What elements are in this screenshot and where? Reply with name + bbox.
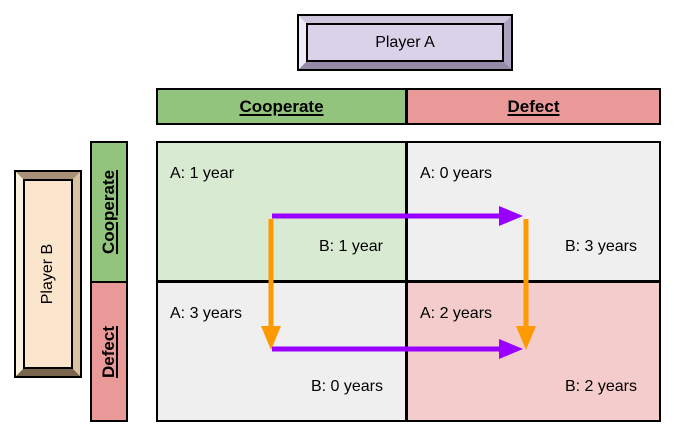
payoff-a-value: A: 0 years (420, 165, 493, 182)
player-b-box-bevel: Player B (16, 172, 80, 376)
payoff-matrix: A: 1 year B: 1 year A: 0 years B: 3 year… (156, 141, 661, 422)
header-b-defect: Defect (92, 283, 126, 420)
player-a-strategy-headers: Cooperate Defect (156, 88, 661, 125)
payoff-b-value: B: 0 years (310, 378, 383, 395)
cell-defect-defect: A: 2 years B: 2 years (408, 283, 659, 420)
player-a-box: Player A (297, 14, 513, 71)
player-b-label: Player B (39, 243, 56, 305)
cell-cooperate-cooperate: A: 1 year B: 1 year (158, 143, 408, 283)
header-a-cooperate: Cooperate (158, 90, 408, 123)
payoff-a-value: A: 3 years (170, 305, 243, 322)
payoff-b-value: B: 2 years (564, 378, 637, 395)
header-a-defect: Defect (408, 90, 659, 123)
cell-cooperate-defect: A: 0 years B: 3 years (408, 143, 659, 283)
player-b-strategy-headers: Cooperate Defect (90, 141, 128, 422)
payoff-a-value: A: 1 year (170, 165, 235, 182)
player-a-label: Player A (306, 23, 504, 62)
header-b-cooperate: Cooperate (92, 143, 126, 283)
payoff-b-value: B: 1 year (318, 238, 383, 255)
payoff-a-value: A: 2 years (420, 305, 493, 322)
cell-defect-cooperate: A: 3 years B: 0 years (158, 283, 408, 420)
player-a-box-bevel: Player A (299, 16, 511, 69)
payoff-b-value: B: 3 years (564, 238, 637, 255)
player-b-box: Player B (14, 170, 82, 378)
